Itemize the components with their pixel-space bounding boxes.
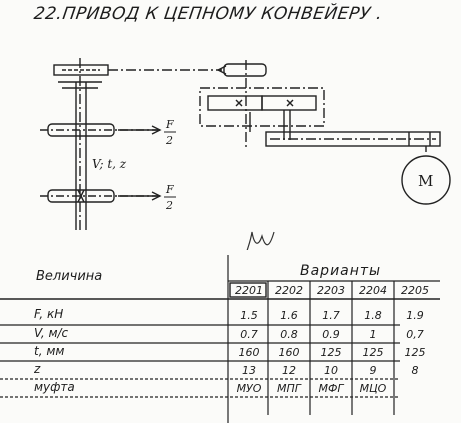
row-label: t, мм bbox=[34, 344, 65, 358]
drive-sprocket bbox=[223, 63, 267, 77]
table-cell: 0,7 bbox=[406, 328, 424, 341]
table-cell: 12 bbox=[282, 364, 296, 377]
table-cell: 1.7 bbox=[322, 309, 340, 322]
quantity-header: Величина bbox=[36, 269, 103, 284]
drive-scheme: F 2 F 2 V; t, z M bbox=[40, 58, 451, 250]
gear-wheel-left bbox=[207, 95, 263, 111]
table-cell: 0.7 bbox=[240, 328, 258, 341]
force-label-bottom: F bbox=[165, 183, 174, 196]
selected-variant-box bbox=[229, 282, 267, 298]
gear-wheel-right bbox=[261, 95, 317, 111]
table-cell: 125 bbox=[404, 346, 426, 359]
table-cell: 160 bbox=[278, 346, 300, 359]
table-cell: 1 bbox=[369, 328, 377, 341]
motor bbox=[401, 155, 451, 205]
table-cell: 0.9 bbox=[322, 328, 340, 341]
row-label: V, м/с bbox=[34, 326, 69, 340]
table-cell: МЦО bbox=[359, 382, 387, 395]
variant-2204: 2204 bbox=[359, 284, 387, 297]
table-cell: 13 bbox=[242, 364, 256, 377]
variants-header: Варианты bbox=[300, 263, 382, 279]
variant-2203: 2203 bbox=[317, 284, 345, 297]
row-label: F, кН bbox=[34, 307, 64, 321]
table-cell: 1.9 bbox=[406, 309, 424, 322]
table-cell: МУО bbox=[236, 382, 262, 395]
variant-2201: 2201 bbox=[235, 284, 263, 297]
table-cell: 1.6 bbox=[280, 309, 298, 322]
variant-2205: 2205 bbox=[401, 284, 429, 297]
table-cell: МФГ bbox=[318, 382, 344, 395]
table-cell: 1.8 bbox=[364, 309, 382, 322]
table-cell: 125 bbox=[362, 346, 384, 359]
table-cell: 9 bbox=[369, 364, 377, 377]
table-cell: 1.5 bbox=[240, 309, 258, 322]
force-denominator-middle: 2 bbox=[165, 134, 173, 147]
table-cell: 10 bbox=[324, 364, 338, 377]
gearbox-housing bbox=[199, 87, 325, 127]
table-grid bbox=[0, 255, 440, 423]
row-label: муфта bbox=[34, 380, 75, 394]
table-cell: 8 bbox=[411, 364, 419, 377]
row-label: z bbox=[34, 362, 41, 376]
signature-stroke bbox=[246, 231, 275, 250]
table-cell: МПГ bbox=[277, 382, 301, 395]
force-denominator-bottom: 2 bbox=[165, 199, 173, 212]
table-cell: 0.8 bbox=[280, 328, 298, 341]
variant-2202: 2202 bbox=[275, 284, 303, 297]
motor-label: M bbox=[418, 172, 433, 190]
table-cell: 125 bbox=[320, 346, 342, 359]
variants-table: Величина Варианты 2201 2202 2203 2204 2205 F… bbox=[0, 255, 440, 423]
force-label-middle: F bbox=[165, 118, 174, 131]
table-cell: 160 bbox=[238, 346, 260, 359]
motor-shaft bbox=[265, 131, 441, 147]
params-label: V; t, z bbox=[92, 157, 127, 171]
